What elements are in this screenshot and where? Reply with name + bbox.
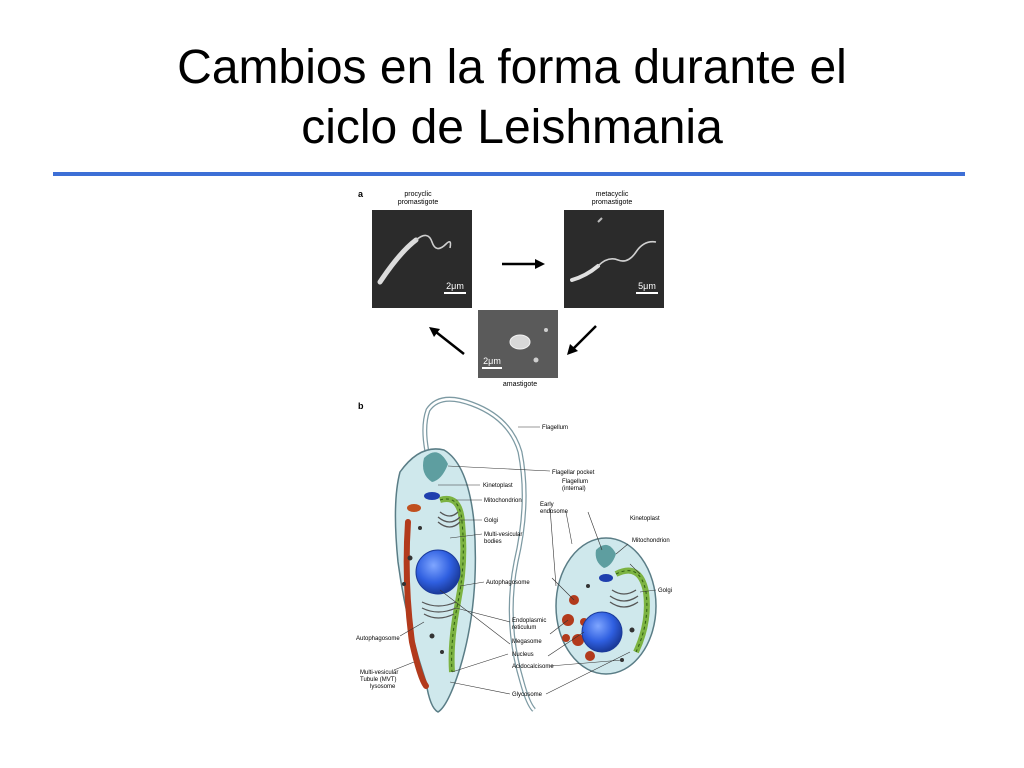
leader-lines (393, 426, 657, 695)
label-mitochondrion-left: Mitochondrion (484, 498, 522, 504)
nucleus-left (415, 549, 461, 595)
megasome-left (407, 504, 421, 512)
scale-bar-amastigote: 2μm (483, 356, 501, 366)
label-megasome: Megasome (512, 639, 542, 645)
vesicles-left (402, 526, 444, 654)
label-early-endosome-2: endosome (540, 509, 569, 515)
amastigote-label: amastigote (503, 381, 537, 388)
kinetoplast-left (424, 492, 440, 500)
label-er-1: Endoplasmic (512, 618, 546, 624)
scale-bar-procyclic: 2μm (446, 281, 464, 291)
title-line-1: Cambios en la forma durante el (177, 41, 847, 94)
label-flagellum-internal-1: Flagellum (562, 479, 588, 485)
label-glycosome: Glycosome (512, 692, 543, 698)
label-flagellum: Flagellum (542, 425, 568, 431)
nucleus-right (581, 611, 623, 653)
title-line-2: ciclo de Leishmania (301, 101, 723, 154)
label-kinetoplast-left: Kinetoplast (483, 483, 513, 489)
panel-b-label: b (358, 401, 364, 411)
label-nucleus: Nucleus (512, 652, 534, 658)
label-mvt-1: Multi-vesicular (360, 670, 398, 676)
label-acidocalcisome: Acidocalcisome (512, 664, 554, 670)
metacyclic-label-2: promastigote (592, 199, 633, 206)
amastigote-micrograph: 2μm (478, 310, 558, 378)
metacyclic-micrograph: 5μm (564, 210, 664, 308)
label-golgi-left: Golgi (484, 518, 498, 524)
label-flagellar-pocket: Flagellar pocket (552, 470, 595, 476)
procyclic-label-1: procyclic (404, 191, 432, 198)
label-early-endosome-1: Early (540, 502, 554, 508)
arrow-up-left-icon (429, 327, 465, 355)
metacyclic-label-1: metacyclic (596, 191, 629, 198)
figure-svg: a procyclic promastigote metacyclic prom… (356, 189, 672, 713)
kinetoplast-right (599, 574, 613, 582)
panel-b-labels: Flagellum Flagellar pocket Flagellum (in… (356, 425, 672, 698)
label-autophagosome-center: Autophagosome (486, 580, 530, 586)
mvt-lysosome (403, 519, 429, 689)
golgi-right (609, 589, 639, 608)
leishmania-figure: a procyclic promastigote metacyclic prom… (340, 182, 700, 722)
label-er-2: reticulum (512, 625, 536, 631)
scale-bar-metacyclic: 5μm (638, 281, 656, 291)
panel-a-label: a (358, 189, 364, 199)
label-flagellum-internal-2: (internal) (562, 486, 586, 492)
label-kinetoplast-right: Kinetoplast (630, 516, 660, 522)
title-divider (53, 172, 965, 176)
label-mvt-3: lysosome (370, 684, 396, 690)
arrow-down-left-icon (567, 325, 597, 355)
procyclic-label-2: promastigote (398, 199, 439, 206)
label-mvb-2: bodies (484, 539, 502, 545)
label-golgi-right: Golgi (658, 588, 672, 594)
label-autophagosome-left: Autophagosome (356, 636, 400, 642)
golgi-left (437, 511, 461, 528)
label-mvt-2: Tubule (MVT) (360, 677, 396, 683)
flagellar-pocket (423, 452, 448, 482)
slide-title: Cambios en la forma durante el ciclo de … (0, 38, 1024, 158)
procyclic-micrograph: 2μm (372, 210, 472, 308)
arrow-right-icon (502, 259, 545, 269)
flagellar-pocket-right (595, 544, 616, 568)
label-mitochondrion-right: Mitochondrion (632, 538, 670, 544)
er-left (421, 601, 457, 619)
label-mvb-1: Multi-vesicular (484, 532, 522, 538)
